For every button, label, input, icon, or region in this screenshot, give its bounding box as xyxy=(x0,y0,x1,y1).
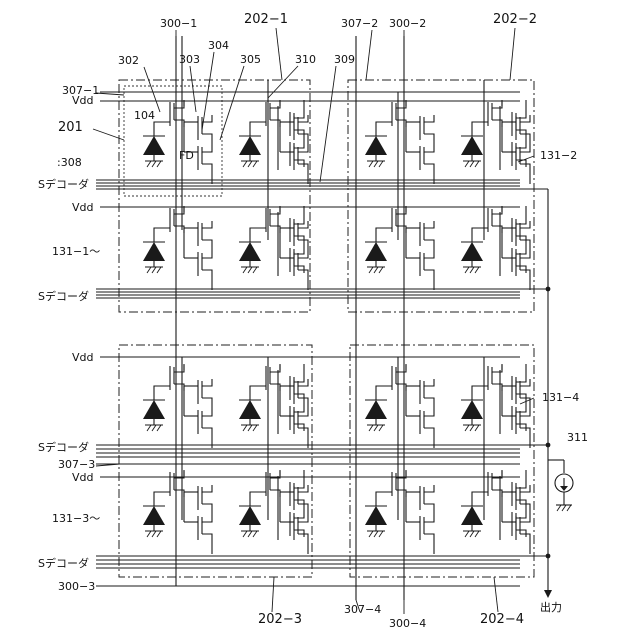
block-frame-202-2 xyxy=(348,80,534,312)
leader-lines xyxy=(93,28,534,614)
label-131-3: 131−3〜 xyxy=(52,512,100,525)
label-300-2: 300−2 xyxy=(389,17,426,30)
label-300-1: 300−1 xyxy=(160,17,197,30)
label-output: 出力 xyxy=(540,600,562,614)
label-308: :308 xyxy=(57,156,82,169)
label-202-4: 202−4 xyxy=(480,612,524,627)
block-frame-202-4 xyxy=(350,345,534,577)
block-frame-202-3 xyxy=(119,345,312,577)
label-131-2: 131−2 xyxy=(540,149,577,162)
label-305: 305 xyxy=(240,53,261,66)
circuit-block-202-2 xyxy=(365,100,530,290)
label-202-3: 202−3 xyxy=(258,612,302,627)
label-202-1: 202−1 xyxy=(244,12,288,27)
label-vdd-2: Vdd xyxy=(72,201,94,214)
label-300-3: 300−3 xyxy=(58,580,95,593)
label-s-decoder-1: Sデコーダ xyxy=(38,177,89,191)
circuit-block-202-4 xyxy=(365,364,530,554)
label-131-1: 131−1〜 xyxy=(52,245,100,258)
label-311: 311 xyxy=(567,431,588,444)
label-201: 201 xyxy=(58,120,83,135)
label-vdd-4: Vdd xyxy=(72,471,94,484)
label-s-decoder-2: Sデコーダ xyxy=(38,289,89,303)
label-fd: FD xyxy=(179,149,194,162)
label-vdd-1: Vdd xyxy=(72,94,94,107)
label-vdd-3: Vdd xyxy=(72,351,94,364)
label-300-4: 300−4 xyxy=(389,617,426,630)
label-307-2: 307−2 xyxy=(341,17,378,30)
label-309: 309 xyxy=(334,53,355,66)
label-302: 302 xyxy=(118,54,139,67)
label-s-decoder-3: Sデコーダ xyxy=(38,440,89,454)
label-307-4: 307−4 xyxy=(344,603,381,616)
circuit-block-202-1 xyxy=(143,100,308,290)
label-131-4: 131−4 xyxy=(542,391,579,404)
label-307-3: 307−3 xyxy=(58,458,95,471)
label-s-decoder-4: Sデコーダ xyxy=(38,556,89,570)
label-202-2: 202−2 xyxy=(493,12,537,27)
circuit-block-202-3 xyxy=(143,364,308,554)
label-310: 310 xyxy=(295,53,316,66)
label-104: 104 xyxy=(134,109,155,122)
label-303: 303 xyxy=(179,53,200,66)
label-304: 304 xyxy=(208,39,229,52)
